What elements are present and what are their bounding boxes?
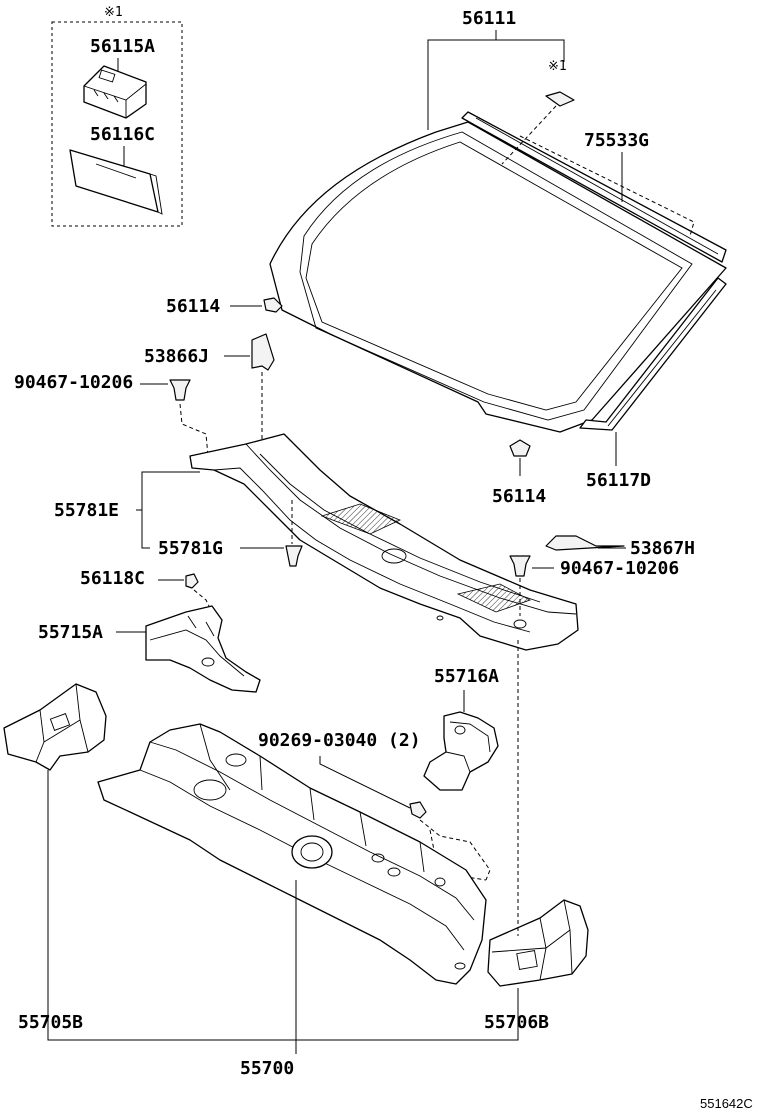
part-56115A-clip bbox=[83, 65, 147, 119]
part-90467-right-clip: 90467-10206 bbox=[509, 555, 679, 616]
part-55705B-bracket: 55705B bbox=[3, 683, 519, 1041]
label-55715A: 55715A bbox=[38, 622, 103, 643]
label-56114-bottom: 56114 bbox=[492, 486, 546, 507]
part-56118C-nut: 56118C bbox=[80, 568, 213, 613]
part-53866J-bracket: 53866J bbox=[144, 333, 275, 440]
part-56114-bottom-clip: 56114 bbox=[492, 439, 546, 507]
label-90467-left: 90467-10206 bbox=[14, 372, 133, 393]
label-56117D: 56117D bbox=[586, 470, 651, 491]
part-75533G-moulding: 75533G bbox=[519, 130, 695, 237]
label-55716A: 55716A bbox=[434, 666, 499, 687]
part-56114-left-clip: 56114 bbox=[166, 296, 283, 317]
part-90467-left-clip: 90467-10206 bbox=[14, 372, 209, 457]
label-56115A: 56115A bbox=[90, 36, 155, 57]
note-mark-inset: ※1 bbox=[104, 5, 123, 20]
label-90269: 90269-03040 (2) bbox=[258, 730, 421, 751]
label-55781G: 55781G bbox=[158, 538, 223, 559]
part-55700-cowl-panel: 55700 bbox=[97, 723, 487, 1079]
label-56114-left: 56114 bbox=[166, 296, 220, 317]
part-55781G-clip: 55781G bbox=[158, 500, 303, 567]
part-56115A-small bbox=[501, 91, 575, 165]
label-55781E: 55781E bbox=[54, 500, 119, 521]
part-55716A-bracket: 55716A bbox=[423, 666, 499, 791]
inset-box: ※1 56115A 56116C bbox=[51, 5, 183, 227]
part-56117D-moulding: 56117D bbox=[579, 277, 727, 491]
label-55706B: 55706B bbox=[484, 1012, 549, 1033]
label-55705B: 55705B bbox=[18, 1012, 83, 1033]
label-56116C: 56116C bbox=[90, 124, 155, 145]
part-55715A-bracket: 55715A bbox=[38, 605, 261, 693]
part-53867H-bracket: 53867H bbox=[545, 535, 695, 559]
part-56111-windshield: 56111 ※1 bbox=[269, 8, 727, 433]
note-mark-windshield: ※1 bbox=[548, 59, 567, 74]
reference-code: 551642C bbox=[700, 1096, 753, 1111]
label-55700: 55700 bbox=[240, 1058, 294, 1079]
part-55706B-bracket: 55706B bbox=[484, 640, 589, 1033]
label-90467-right: 90467-10206 bbox=[560, 558, 679, 579]
label-53866J: 53866J bbox=[144, 346, 209, 367]
label-75533G: 75533G bbox=[584, 130, 649, 151]
part-56116C-strip bbox=[69, 149, 163, 215]
part-55781E-cowl-panel: 55781E bbox=[54, 433, 579, 651]
label-56111: 56111 bbox=[462, 8, 516, 29]
label-56118C: 56118C bbox=[80, 568, 145, 589]
label-53867H: 53867H bbox=[630, 538, 695, 559]
